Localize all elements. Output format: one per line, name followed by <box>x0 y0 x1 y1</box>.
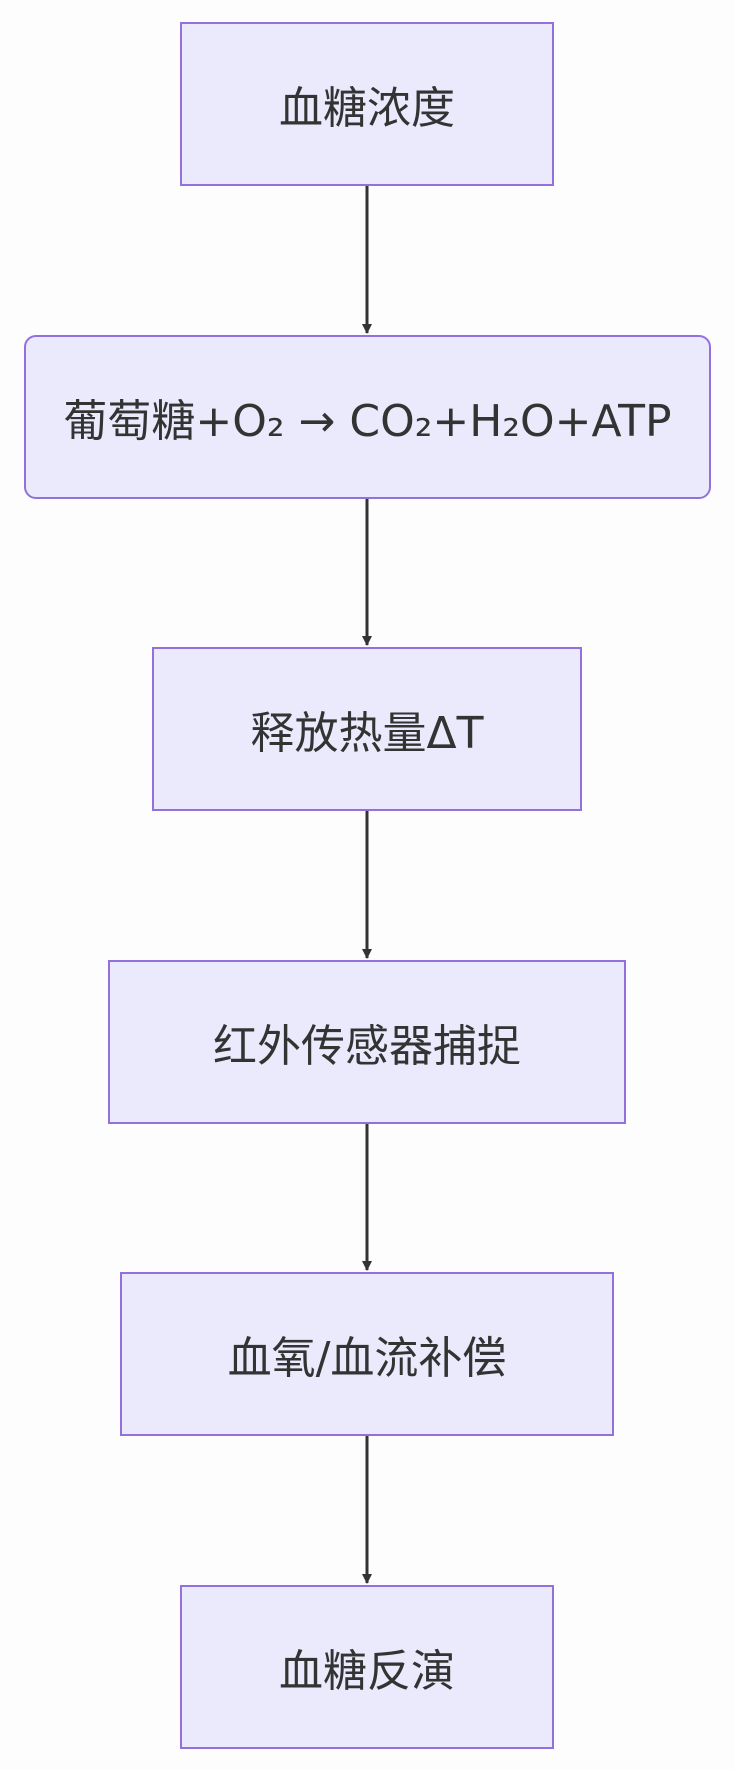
node-heat-release: 释放热量ΔT <box>152 647 582 811</box>
node-oxygen-bloodflow-compensation: 血氧/血流补偿 <box>120 1272 614 1436</box>
node-label: 释放热量ΔT <box>250 708 484 759</box>
node-label: 血糖反演 <box>279 1646 455 1697</box>
node-label: 红外传感器捕捉 <box>213 1021 521 1072</box>
node-label: 葡萄糖+O₂ → CO₂+H₂O+ATP <box>63 396 672 447</box>
node-label: 血糖浓度 <box>279 83 455 134</box>
node-glucose-oxidation-reaction: 葡萄糖+O₂ → CO₂+H₂O+ATP <box>24 335 711 499</box>
node-infrared-sensor-capture: 红外传感器捕捉 <box>108 960 626 1124</box>
node-blood-glucose-inversion: 血糖反演 <box>180 1585 554 1749</box>
node-blood-glucose-concentration: 血糖浓度 <box>180 22 554 186</box>
node-label: 血氧/血流补偿 <box>227 1333 507 1384</box>
